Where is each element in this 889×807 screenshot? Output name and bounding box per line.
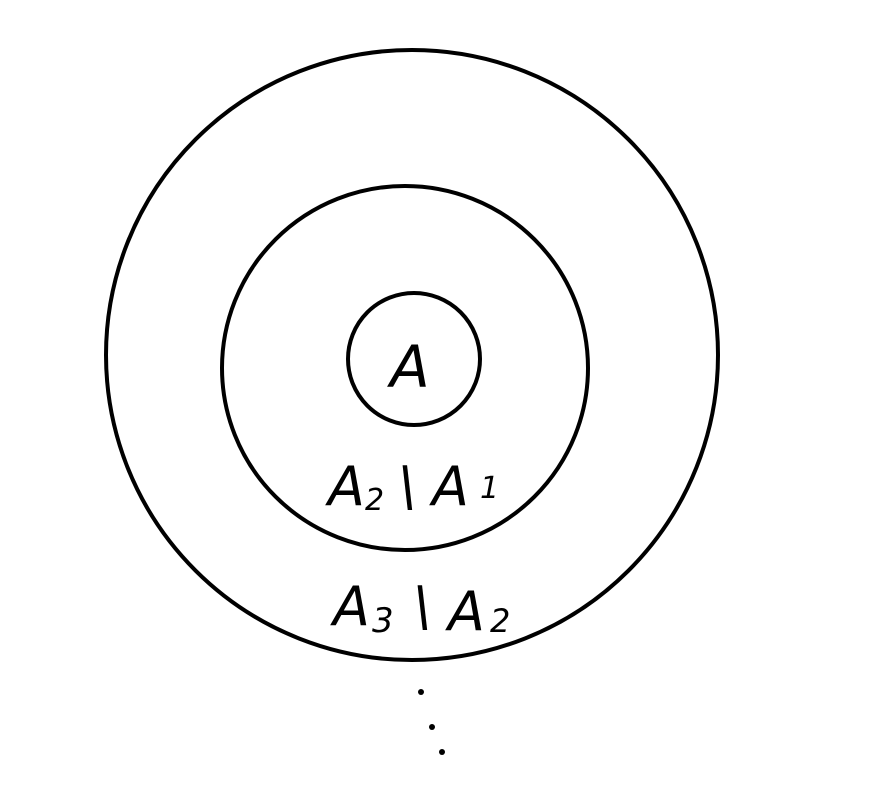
continuation-dot-3 — [439, 749, 445, 755]
middle-ring-label: A 2 \ A 1 — [325, 455, 499, 518]
outer-label-set: A — [330, 575, 370, 638]
middle-label-set-index: 2 — [365, 483, 384, 518]
outer-label-set2: A — [445, 580, 485, 643]
continuation-dots: ⋮ — [418, 689, 445, 755]
outer-label-set2-index: 2 — [490, 602, 510, 640]
continuation-dot-2 — [429, 724, 435, 730]
outer-circle — [104, 48, 720, 662]
middle-label-set2-index: 1 — [480, 471, 499, 506]
inner-circle — [346, 291, 482, 427]
middle-label-set2: A — [429, 455, 469, 518]
outer-label-setminus: \ — [413, 575, 431, 638]
outer-ring-label: A 3 \ A 2 — [330, 575, 510, 643]
middle-circle — [220, 184, 590, 552]
outer-label-set-index: 3 — [372, 601, 394, 641]
continuation-dot-1 — [418, 689, 424, 695]
inner-circle-label: A — [386, 333, 430, 401]
middle-label-setminus: \ — [398, 455, 416, 518]
middle-label-set: A — [325, 455, 365, 518]
